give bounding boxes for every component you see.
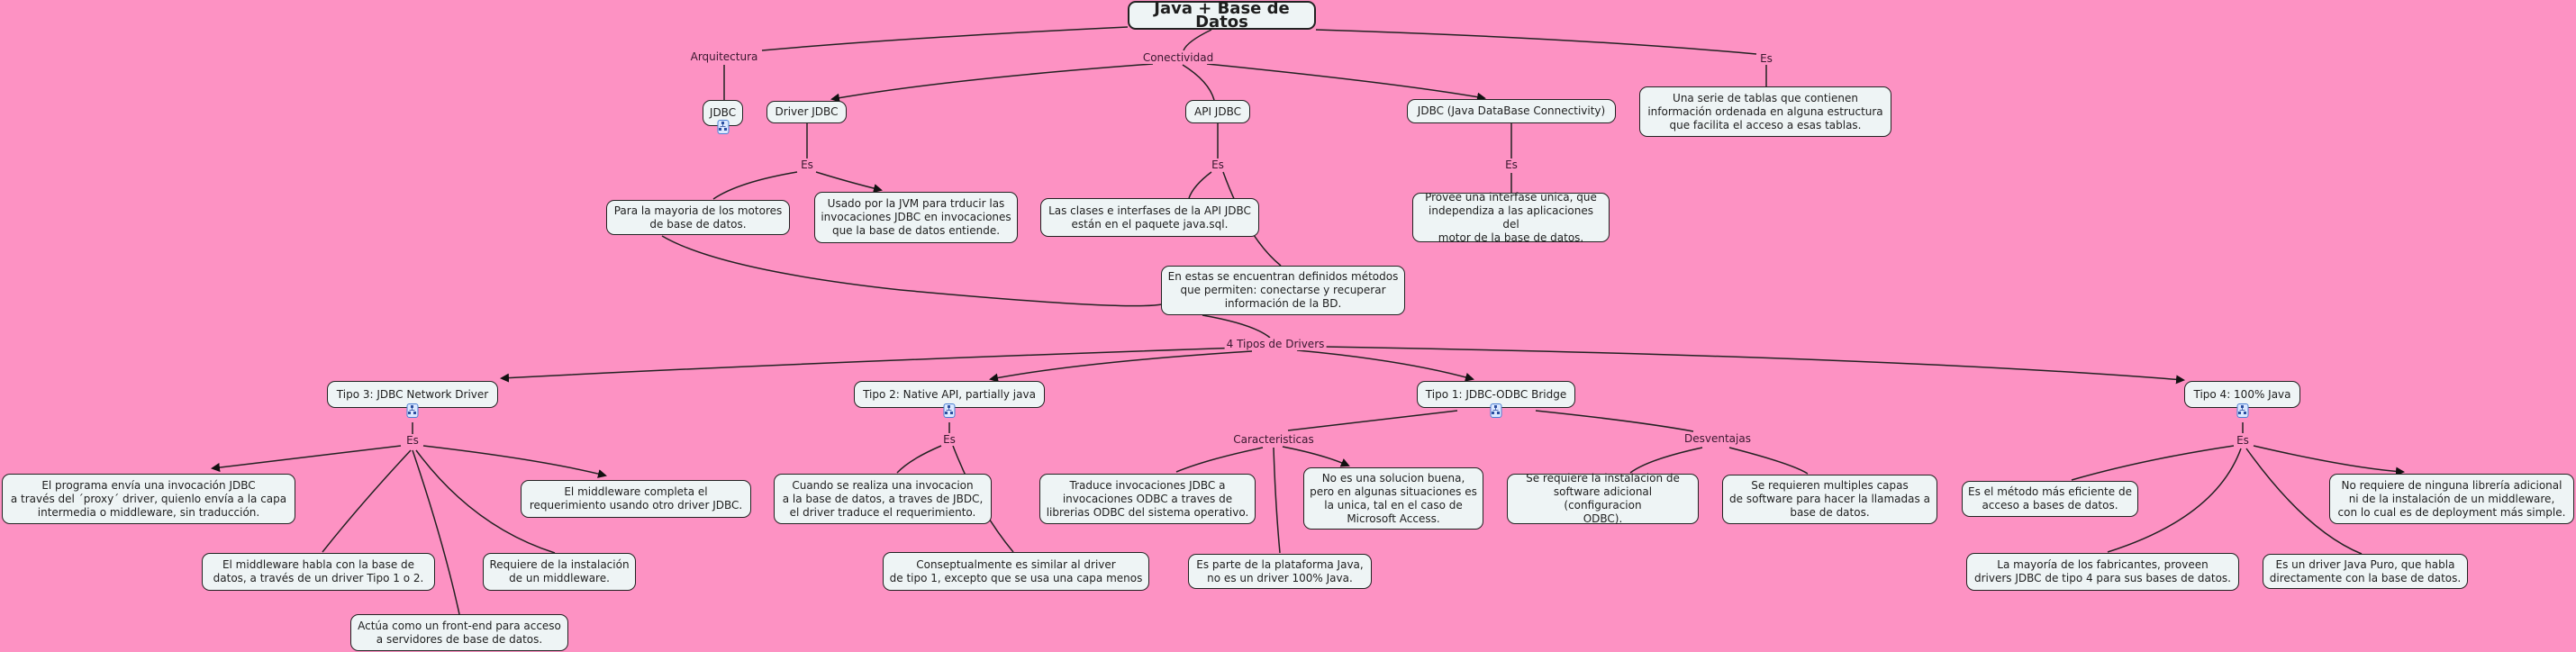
link-es-tipo4[interactable]: Es (2235, 434, 2251, 447)
concept-t2-cuando[interactable]: Cuando se realiza una invocacion a la ba… (774, 474, 992, 524)
concept-t1-es-parte[interactable]: Es parte de la plataforma Java, no es un… (1188, 554, 1372, 589)
tree-map-icon[interactable] (2236, 403, 2249, 418)
concept-t1-traduce[interactable]: Traduce invocaciones JDBC a invocaciones… (1039, 474, 1256, 524)
link-es-driver[interactable]: Es (799, 158, 815, 171)
concept-api-jdbc[interactable]: API JDBC (1185, 100, 1250, 123)
tree-map-icon[interactable] (717, 120, 730, 134)
link-es-top[interactable]: Es (1758, 52, 1774, 65)
concept-t3-completa[interactable]: El middleware completa el requerimiento … (521, 480, 751, 518)
concept-t1-instalacion[interactable]: Se requiere la instalacion de software a… (1507, 472, 1699, 525)
link-conectividad[interactable]: Conectividad (1140, 51, 1216, 64)
concept-usado-jvm[interactable]: Usado por la JVM para trducir las invoca… (814, 192, 1018, 243)
link-cuatro-tipos[interactable]: 4 Tipos de Drivers (1224, 338, 1327, 350)
link-desventajas[interactable]: Desventajas (1683, 432, 1753, 445)
link-caracteristicas[interactable]: Caracteristicas (1231, 433, 1316, 446)
concept-las-clases[interactable]: Las clases e interfases de la API JDBC e… (1040, 198, 1259, 237)
concept-tipo3[interactable]: Tipo 3: JDBC Network Driver (327, 381, 498, 408)
concept-jdbc-full[interactable]: JDBC (Java DataBase Connectivity) (1407, 99, 1616, 123)
concept-para-mayoria[interactable]: Para la mayoria de los motores de base d… (606, 200, 790, 235)
concept-t4-mayoria[interactable]: La mayoría de los fabricantes, proveen d… (1966, 553, 2239, 591)
concept-t4-no-requiere[interactable]: No requiere de ninguna librería adiciona… (2329, 474, 2574, 524)
concept-t3-requiere[interactable]: Requiere de la instalación de un middlew… (483, 553, 636, 591)
link-es-tipo2[interactable]: Es (941, 433, 957, 446)
concept-t3-programa[interactable]: El programa envía una invocación JDBC a … (2, 474, 295, 524)
root-concept-title[interactable]: Java + Base de Datos (1128, 1, 1316, 31)
link-es-api[interactable]: Es (1210, 158, 1226, 171)
concept-driver-jdbc[interactable]: Driver JDBC (766, 101, 847, 123)
concept-t4-eficiente[interactable]: Es el método más eficiente de acceso a b… (1962, 481, 2138, 517)
concept-t1-multiples[interactable]: Se requieren multiples capas de software… (1722, 475, 1937, 524)
tree-map-icon[interactable] (406, 403, 419, 418)
link-arquitectura[interactable]: Arquitectura (688, 50, 760, 63)
tree-map-icon[interactable] (943, 403, 956, 418)
concept-t3-actua[interactable]: Actúa como un front-end para acceso a se… (350, 614, 568, 651)
concept-t4-puro[interactable]: Es un driver Java Puro, que habla direct… (2263, 554, 2468, 589)
link-es-jdbc[interactable]: Es (1503, 158, 1519, 171)
concept-t1-no-es[interactable]: No es una solucion buena, pero en alguna… (1303, 467, 1483, 530)
concept-t2-conseptual[interactable]: Conseptualmente es similar al driver de … (883, 552, 1149, 591)
link-es-tipo3[interactable]: Es (404, 434, 421, 447)
concept-una-serie[interactable]: Una serie de tablas que contienen inform… (1639, 86, 1891, 137)
tree-map-icon[interactable] (1490, 403, 1502, 418)
concept-t3-habla[interactable]: El middleware habla con la base de datos… (202, 553, 435, 591)
concept-provee[interactable]: Provee una interfase unica, que independ… (1412, 191, 1610, 244)
concept-en-estas[interactable]: En estas se encuentran definidos métodos… (1161, 266, 1405, 315)
